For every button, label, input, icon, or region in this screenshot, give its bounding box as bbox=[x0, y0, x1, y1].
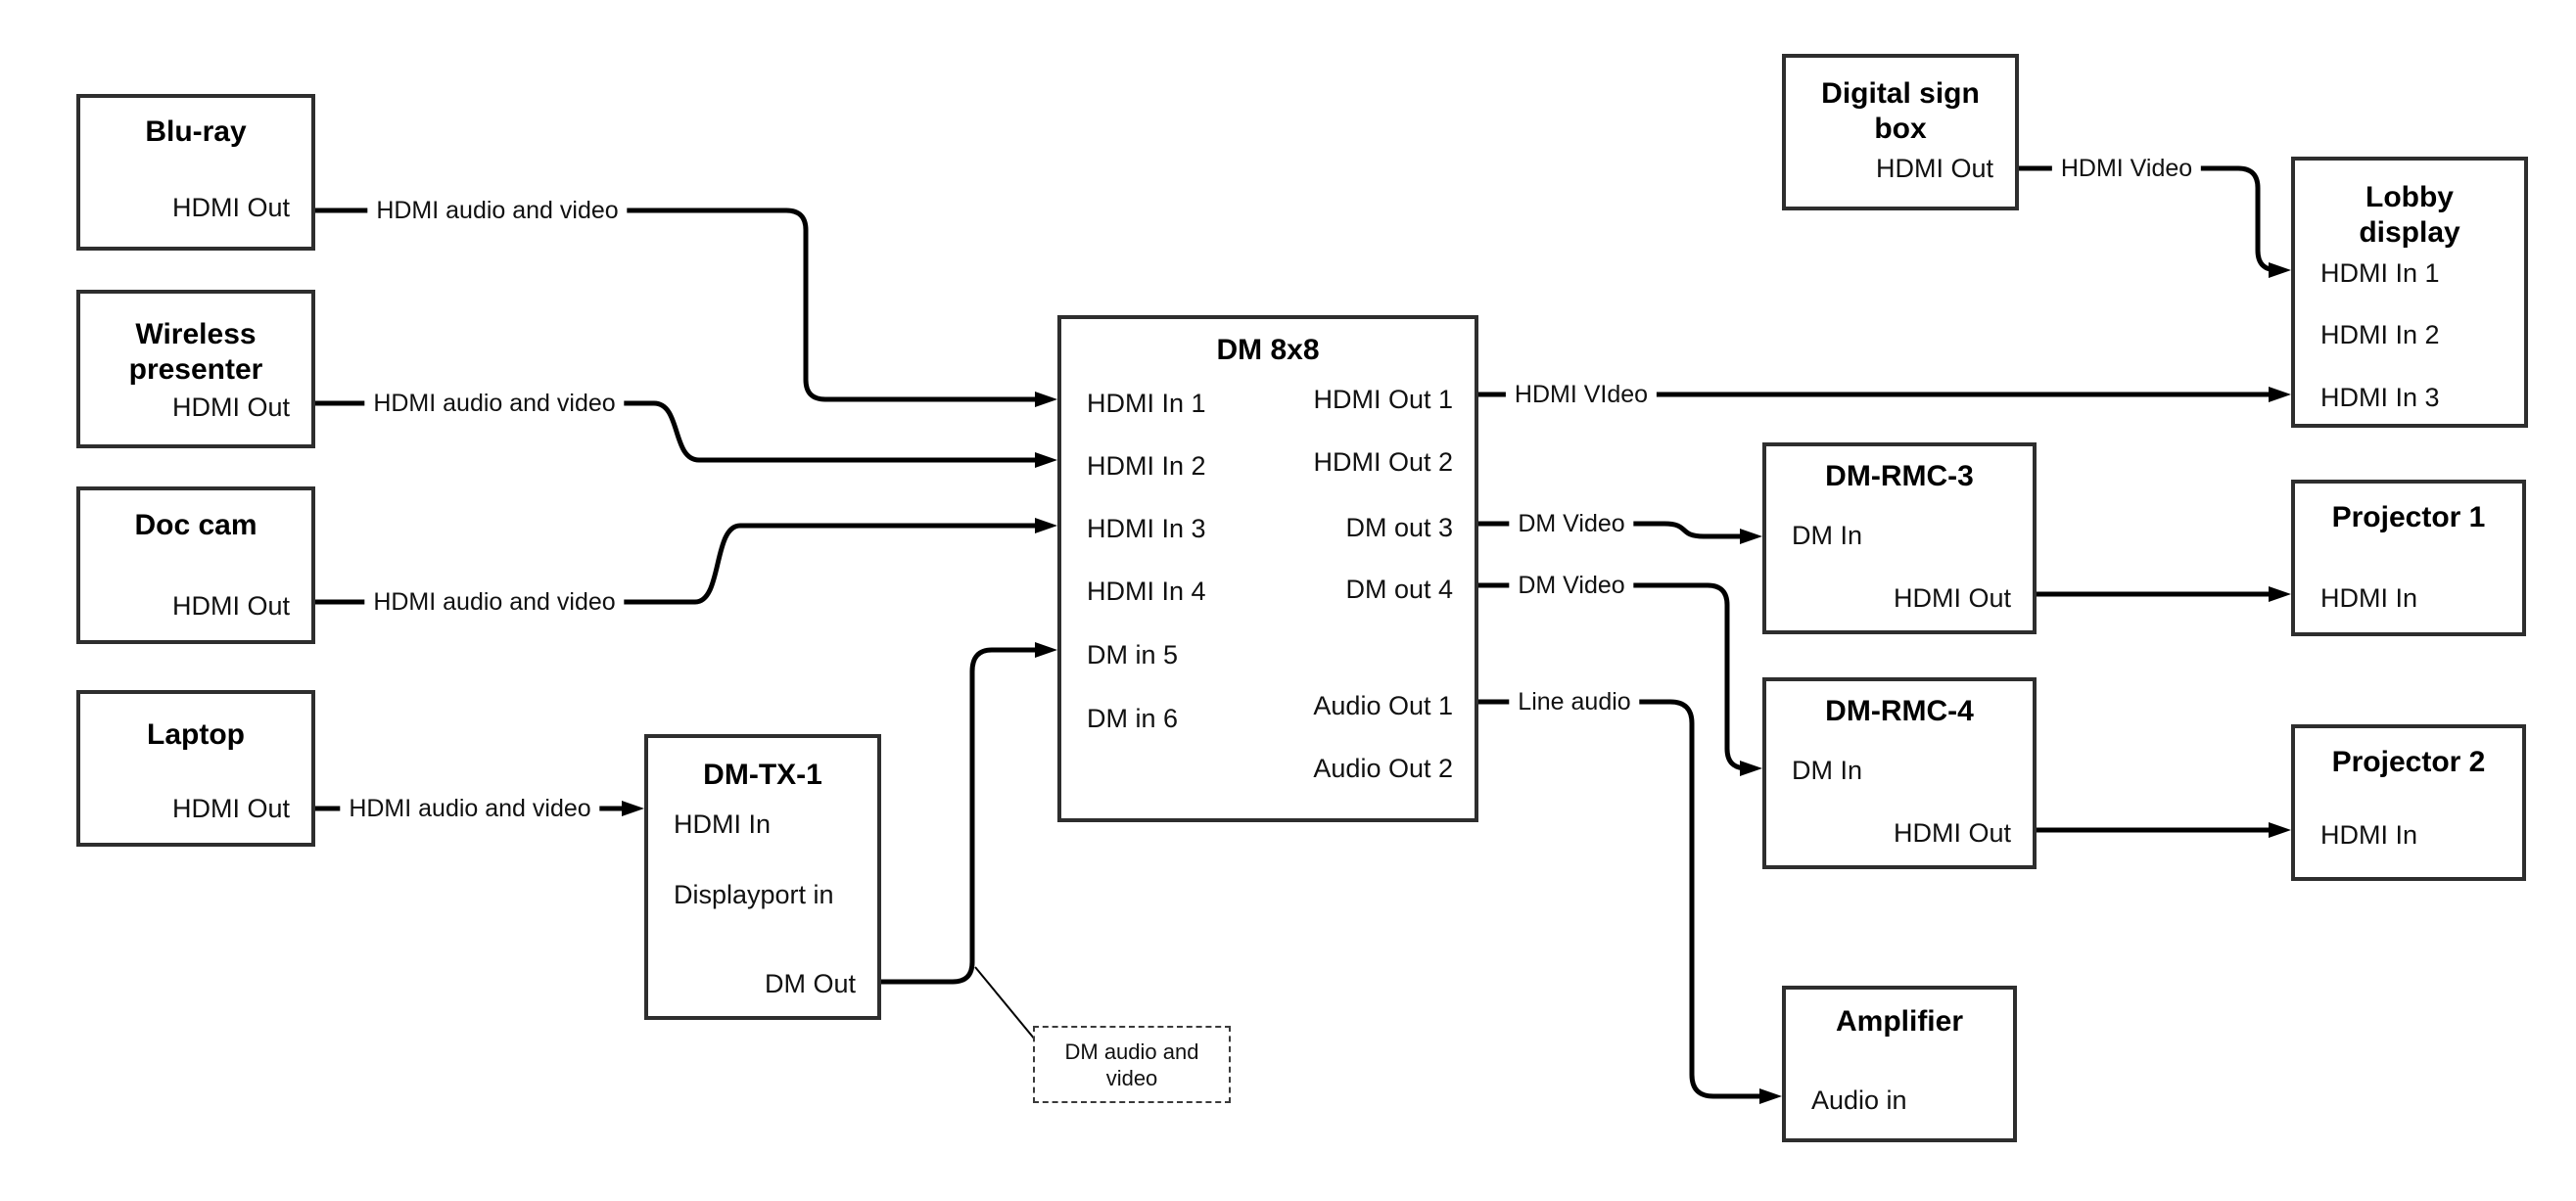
edge-label-hdmi-video-sign: HDMI Video bbox=[2051, 154, 2202, 183]
edge-bluray-to-dm8x8-in1 bbox=[315, 208, 1036, 402]
node-doccam: Doc cam HDMI Out bbox=[76, 486, 315, 644]
port-dm8x8-audio-out-2: Audio Out 2 bbox=[1313, 754, 1453, 783]
edge-label-laptop: HDMI audio and video bbox=[340, 794, 600, 823]
port-dmrmc4-hdmi-out: HDMI Out bbox=[1893, 818, 2011, 848]
note-leader-line bbox=[974, 966, 1036, 1040]
node-dmrmc4: DM-RMC-4 DM In HDMI Out bbox=[1762, 677, 2037, 869]
port-dm8x8-dm-out-4: DM out 4 bbox=[1345, 575, 1453, 604]
node-projector1-title: Projector 1 bbox=[2331, 501, 2486, 533]
node-dmrmc4-title: DM-RMC-4 bbox=[1825, 695, 1974, 727]
edge-label-dm-video-out4: DM Video bbox=[1509, 571, 1634, 600]
edge-wireless-to-dm8x8-in2 bbox=[315, 400, 1036, 463]
arrowhead-rmc3-dm-in bbox=[1740, 529, 1762, 544]
node-projector1: Projector 1 HDMI In bbox=[2291, 480, 2526, 636]
port-doccam-hdmi-out: HDMI Out bbox=[171, 591, 290, 621]
port-lobby-hdmi-in-2: HDMI In 2 bbox=[2320, 320, 2440, 349]
arrowhead-proj2-hdmi-in bbox=[2269, 822, 2291, 838]
edge-label-wireless: HDMI audio and video bbox=[364, 389, 625, 418]
node-bluray: Blu-ray HDMI Out bbox=[76, 94, 315, 251]
port-wireless-hdmi-out: HDMI Out bbox=[171, 393, 290, 422]
node-wireless-title: Wireless presenter bbox=[128, 318, 263, 386]
edge-label-doccam: HDMI audio and video bbox=[364, 587, 625, 617]
node-dm8x8-title: DM 8x8 bbox=[1216, 334, 1320, 366]
port-amplifier-audio-in: Audio in bbox=[1811, 1086, 1907, 1115]
node-dmtx1-title: DM-TX-1 bbox=[703, 759, 822, 791]
edge-dmtx1-to-dm8x8-in5 bbox=[881, 647, 1036, 985]
edge-label-line-audio: Line audio bbox=[1509, 687, 1640, 716]
port-dm8x8-hdmi-in-3: HDMI In 3 bbox=[1087, 514, 1206, 543]
edge-label-dm-video-out3: DM Video bbox=[1509, 509, 1634, 538]
arrowhead-dm8x8-in5 bbox=[1035, 642, 1057, 658]
edge-label-bluray: HDMI audio and video bbox=[367, 196, 628, 225]
port-dm8x8-dm-in-6: DM in 6 bbox=[1087, 704, 1179, 733]
port-projector2-hdmi-in: HDMI In bbox=[2320, 820, 2418, 850]
node-amplifier-title: Amplifier bbox=[1835, 1005, 1964, 1038]
node-dm8x8: DM 8x8 HDMI In 1 HDMI In 2 HDMI In 3 HDM… bbox=[1057, 315, 1478, 822]
node-projector2: Projector 2 HDMI In bbox=[2291, 724, 2526, 881]
port-dmrmc3-hdmi-out: HDMI Out bbox=[1893, 583, 2011, 613]
node-amplifier: Amplifier Audio in bbox=[1782, 986, 2017, 1142]
port-lobby-hdmi-in-1: HDMI In 1 bbox=[2320, 258, 2440, 288]
arrowhead-dm8x8-in2 bbox=[1035, 452, 1057, 468]
node-bluray-title: Blu-ray bbox=[145, 115, 247, 148]
node-dmrmc3: DM-RMC-3 DM In HDMI Out bbox=[1762, 442, 2037, 634]
edge-dm8x8-out4-to-rmc4 bbox=[1478, 582, 1748, 771]
port-dm8x8-hdmi-in-1: HDMI In 1 bbox=[1087, 389, 1206, 418]
node-laptop-title: Laptop bbox=[147, 718, 245, 751]
port-projector1-hdmi-in: HDMI In bbox=[2320, 583, 2418, 613]
port-lobby-hdmi-in-3: HDMI In 3 bbox=[2320, 383, 2440, 412]
node-lobby-title: Lobby display bbox=[2359, 181, 2460, 249]
node-dmrmc3-title: DM-RMC-3 bbox=[1825, 460, 1974, 492]
node-wireless-presenter: Wireless presenter HDMI Out bbox=[76, 290, 315, 448]
port-dm8x8-audio-out-1: Audio Out 1 bbox=[1313, 691, 1453, 720]
edge-dm8x8-aout1-to-amplifier bbox=[1478, 699, 1759, 1099]
arrowhead-amplifier-audio-in bbox=[1759, 1088, 1782, 1104]
edge-label-hdmi-video-out1: HDMI VIdeo bbox=[1505, 380, 1658, 409]
port-dmtx1-dm-out: DM Out bbox=[764, 969, 856, 998]
arrowhead-rmc4-dm-in bbox=[1740, 761, 1762, 776]
port-dm8x8-dm-in-5: DM in 5 bbox=[1087, 640, 1179, 670]
port-dm8x8-hdmi-in-4: HDMI In 4 bbox=[1087, 577, 1206, 606]
port-dmtx1-displayport-in: Displayport in bbox=[674, 880, 834, 909]
port-dm8x8-hdmi-out-1: HDMI Out 1 bbox=[1313, 385, 1453, 414]
arrowhead-proj1-hdmi-in bbox=[2269, 586, 2291, 602]
port-dm8x8-hdmi-out-2: HDMI Out 2 bbox=[1313, 447, 1453, 477]
node-doccam-title: Doc cam bbox=[134, 509, 258, 541]
node-projector2-title: Projector 2 bbox=[2331, 746, 2486, 778]
note-dm-audio-video: DM audio and video bbox=[1033, 1026, 1231, 1103]
node-lobby-display: Lobby display HDMI In 1 HDMI In 2 HDMI I… bbox=[2291, 157, 2528, 428]
arrowhead-lobby-in3 bbox=[2269, 387, 2291, 402]
edge-digitalsign-to-lobby-in1 bbox=[2019, 165, 2278, 273]
node-digital-sign-box: Digital sign box HDMI Out bbox=[1782, 54, 2019, 210]
arrowhead-dm8x8-in3 bbox=[1035, 518, 1057, 533]
note-dm-audio-video-text: DM audio and video bbox=[1064, 1039, 1199, 1090]
node-digital-sign-title: Digital sign box bbox=[1821, 77, 1980, 145]
edge-doccam-to-dm8x8-in3 bbox=[315, 523, 1036, 605]
port-dm8x8-dm-out-3: DM out 3 bbox=[1345, 513, 1453, 542]
port-digital-sign-hdmi-out: HDMI Out bbox=[1875, 154, 1993, 183]
node-laptop: Laptop HDMI Out bbox=[76, 690, 315, 847]
port-dmrmc4-dm-in: DM In bbox=[1792, 756, 1863, 785]
port-dmtx1-hdmi-in: HDMI In bbox=[674, 809, 772, 839]
arrowhead-lobby-in1 bbox=[2269, 262, 2291, 278]
arrowhead-dmtx1-hdmi-in bbox=[622, 801, 644, 816]
port-bluray-hdmi-out: HDMI Out bbox=[171, 193, 290, 222]
edge-dm8x8-out3-to-rmc3 bbox=[1478, 521, 1741, 539]
node-dmtx1: DM-TX-1 HDMI In Displayport in DM Out bbox=[644, 734, 881, 1020]
port-laptop-hdmi-out: HDMI Out bbox=[171, 794, 290, 823]
port-dm8x8-hdmi-in-2: HDMI In 2 bbox=[1087, 451, 1206, 481]
arrowhead-dm8x8-in1 bbox=[1035, 392, 1057, 407]
port-dmrmc3-dm-in: DM In bbox=[1792, 521, 1863, 550]
